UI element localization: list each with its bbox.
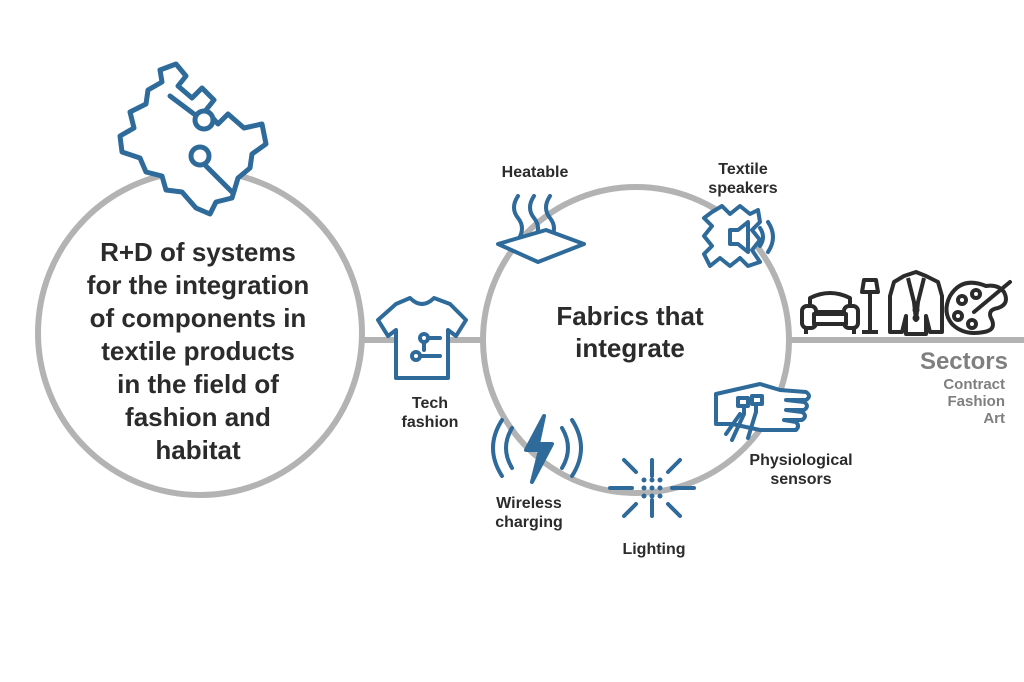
label-lighting: Lighting (622, 541, 686, 558)
blazer-icon (888, 270, 944, 336)
textile-speaker-icon (702, 204, 775, 268)
label-tech-fashion: Tech fashion (401, 395, 459, 431)
sectors-title: Sectors (919, 348, 1008, 375)
label-physiological-sensors: Physiological sensors (749, 452, 853, 488)
sectors-item-fashion: Fashion (947, 393, 1005, 410)
tshirt-circuit-icon (376, 296, 468, 380)
label-wireless-charging: Wireless charging (495, 495, 563, 531)
center-circle (480, 184, 792, 496)
paint-palette-icon (944, 280, 1012, 335)
center-circle-text: Fabrics that integrate (556, 301, 704, 363)
wireless-charging-icon (491, 414, 583, 484)
sectors-item-contract: Contract (943, 376, 1005, 393)
hand-sensor-icon (714, 382, 811, 442)
label-heatable: Heatable (501, 164, 569, 181)
armchair-lamp-icon (800, 278, 880, 334)
sectors-item-art: Art (983, 410, 1005, 427)
lighting-burst-icon (608, 458, 696, 518)
label-textile-speakers: Textile speakers (708, 161, 778, 197)
heat-waves-icon (496, 194, 586, 264)
main-circle-text: R+D of systems for the integration of co… (86, 237, 310, 465)
puzzle-circuit-icon (117, 61, 269, 217)
